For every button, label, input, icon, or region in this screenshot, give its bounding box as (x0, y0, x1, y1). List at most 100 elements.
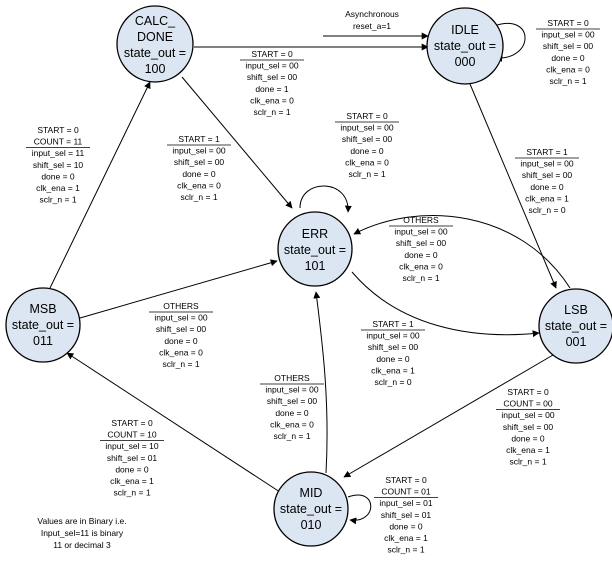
transition-output: input_sel = 00 (394, 227, 447, 237)
transition-output: input_sel = 11 (32, 148, 85, 158)
edge-err-to-lsb (351, 271, 540, 338)
state-idle: IDLE state_out = 000 (426, 7, 504, 85)
state-calc-done-line: DONE (137, 30, 173, 44)
transition-output: sclr_n = 1 (549, 76, 586, 86)
transition-output: clk_ena = 1 (36, 183, 80, 193)
transition-condition: START = 0 (251, 49, 293, 59)
transition-output: clk_ena = 1 (371, 365, 415, 375)
edges (49, 23, 571, 525)
state-err-line: 101 (305, 259, 326, 273)
reset-note-line: reset_a=1 (353, 21, 391, 31)
state-lsb-line: state_out = (545, 319, 607, 333)
transition-output: clk_ena = 0 (250, 95, 294, 105)
transition-output: sclr_n = 1 (253, 107, 290, 117)
transition-condition: COUNT = 01 (381, 487, 430, 497)
state-err-line: ERR (302, 227, 328, 241)
edge-mid-self (347, 494, 372, 525)
state-lsb-circle (538, 288, 612, 364)
transition-output: done = 1 (255, 84, 289, 94)
transition-output: input_sel = 00 (245, 61, 298, 71)
transition-output: sclr_n = 1 (162, 359, 199, 369)
transition-output: done = 0 (41, 171, 75, 181)
state-calc-done-line: 100 (145, 62, 166, 76)
transition-condition: START = 0 (547, 18, 589, 28)
transition-output: input_sel = 10 (105, 441, 158, 451)
transition-output: done = 0 (350, 146, 384, 156)
transition-output: done = 0 (389, 521, 423, 531)
edge-lsb-to-err (353, 214, 571, 289)
transition-output: input_sel = 00 (265, 385, 318, 395)
state-idle-line: 000 (455, 55, 476, 69)
transition-output: sclr_n = 1 (387, 545, 424, 555)
transition-output: done = 0 (115, 464, 149, 474)
transition-output: shift_sel = 00 (522, 170, 573, 180)
transition-output: clk_ena = 0 (270, 419, 314, 429)
transition-condition: START = 0 (37, 125, 79, 135)
edge-msb-to-err (79, 259, 278, 319)
transition-output: input_sel = 00 (501, 410, 554, 420)
transition-output: done = 0 (376, 354, 410, 364)
transition-output: sclr_n = 0 (528, 205, 565, 215)
state-mid-line: 010 (301, 518, 322, 532)
transition-output: shift_sel = 00 (368, 342, 419, 352)
state-lsb: LSB state_out = 001 (538, 288, 612, 364)
state-mid-line: MID (300, 486, 323, 500)
reset-note: Asynchronous reset_a=1 (345, 9, 399, 31)
transition-condition: START = 0 (111, 418, 153, 428)
state-idle-circle (426, 7, 504, 85)
transition-output: done = 0 (530, 182, 564, 192)
transition-condition: START = 1 (372, 319, 414, 329)
transition-output: clk_ena = 0 (546, 64, 590, 74)
state-msb-line: state_out = (12, 318, 74, 332)
state-mid-circle (273, 471, 349, 547)
transition-output: input_sel = 00 (366, 331, 419, 341)
transition-output: done = 0 (404, 250, 438, 260)
transition-output: sclr_n = 0 (374, 377, 411, 387)
transition-output: sclr_n = 1 (39, 195, 76, 205)
transition-output: input_sel = 00 (340, 123, 393, 133)
transition-output: clk_ena = 0 (345, 157, 389, 167)
transition-condition: OTHERS (163, 301, 199, 311)
transition-output: shift_sel = 01 (381, 510, 432, 520)
transition-output: sclr_n = 1 (273, 431, 310, 441)
state-mid: MID state_out = 010 (273, 471, 349, 547)
reset-note-line: Asynchronous (345, 9, 399, 19)
transition-output: sclr_n = 1 (180, 192, 217, 202)
edge-mid-to-err (313, 291, 328, 474)
transition-condition: COUNT = 10 (107, 430, 156, 440)
edge-lsb-to-mid (343, 354, 554, 478)
transition-condition: COUNT = 00 (503, 399, 552, 409)
transition-output: clk_ena = 0 (177, 180, 221, 190)
edge-idle-to-lsb (469, 83, 557, 289)
transition-output: shift_sel = 00 (396, 238, 447, 248)
state-lsb-line: LSB (564, 303, 588, 317)
edge-calc-to-err (181, 76, 293, 209)
transition-condition: START = 0 (385, 475, 427, 485)
state-lsb-line: 001 (566, 335, 587, 349)
state-calc-done-circle (116, 5, 194, 83)
footnote-line: 11 or decimal 3 (53, 540, 111, 550)
transition-condition: START = 1 (178, 134, 220, 144)
transition-condition: START = 1 (526, 147, 568, 157)
transition-output: done = 0 (551, 53, 585, 63)
transition-output: shift_sel = 00 (174, 157, 225, 167)
edge-idle-self (493, 23, 526, 62)
transition-output: done = 0 (511, 433, 545, 443)
transition-output: clk_ena = 0 (399, 261, 443, 271)
transition-output: input_sel = 00 (172, 146, 225, 156)
state-mid-line: state_out = (280, 502, 342, 516)
transition-output: shift_sel = 00 (342, 134, 393, 144)
transition-output: shift_sel = 00 (503, 422, 554, 432)
footnote: Values are in Binary i.e. Input_sel=11 i… (37, 516, 126, 550)
transition-output: shift_sel = 00 (247, 72, 298, 82)
transition-output: input_sel = 00 (154, 313, 207, 323)
transition-output: sclr_n = 1 (348, 169, 385, 179)
